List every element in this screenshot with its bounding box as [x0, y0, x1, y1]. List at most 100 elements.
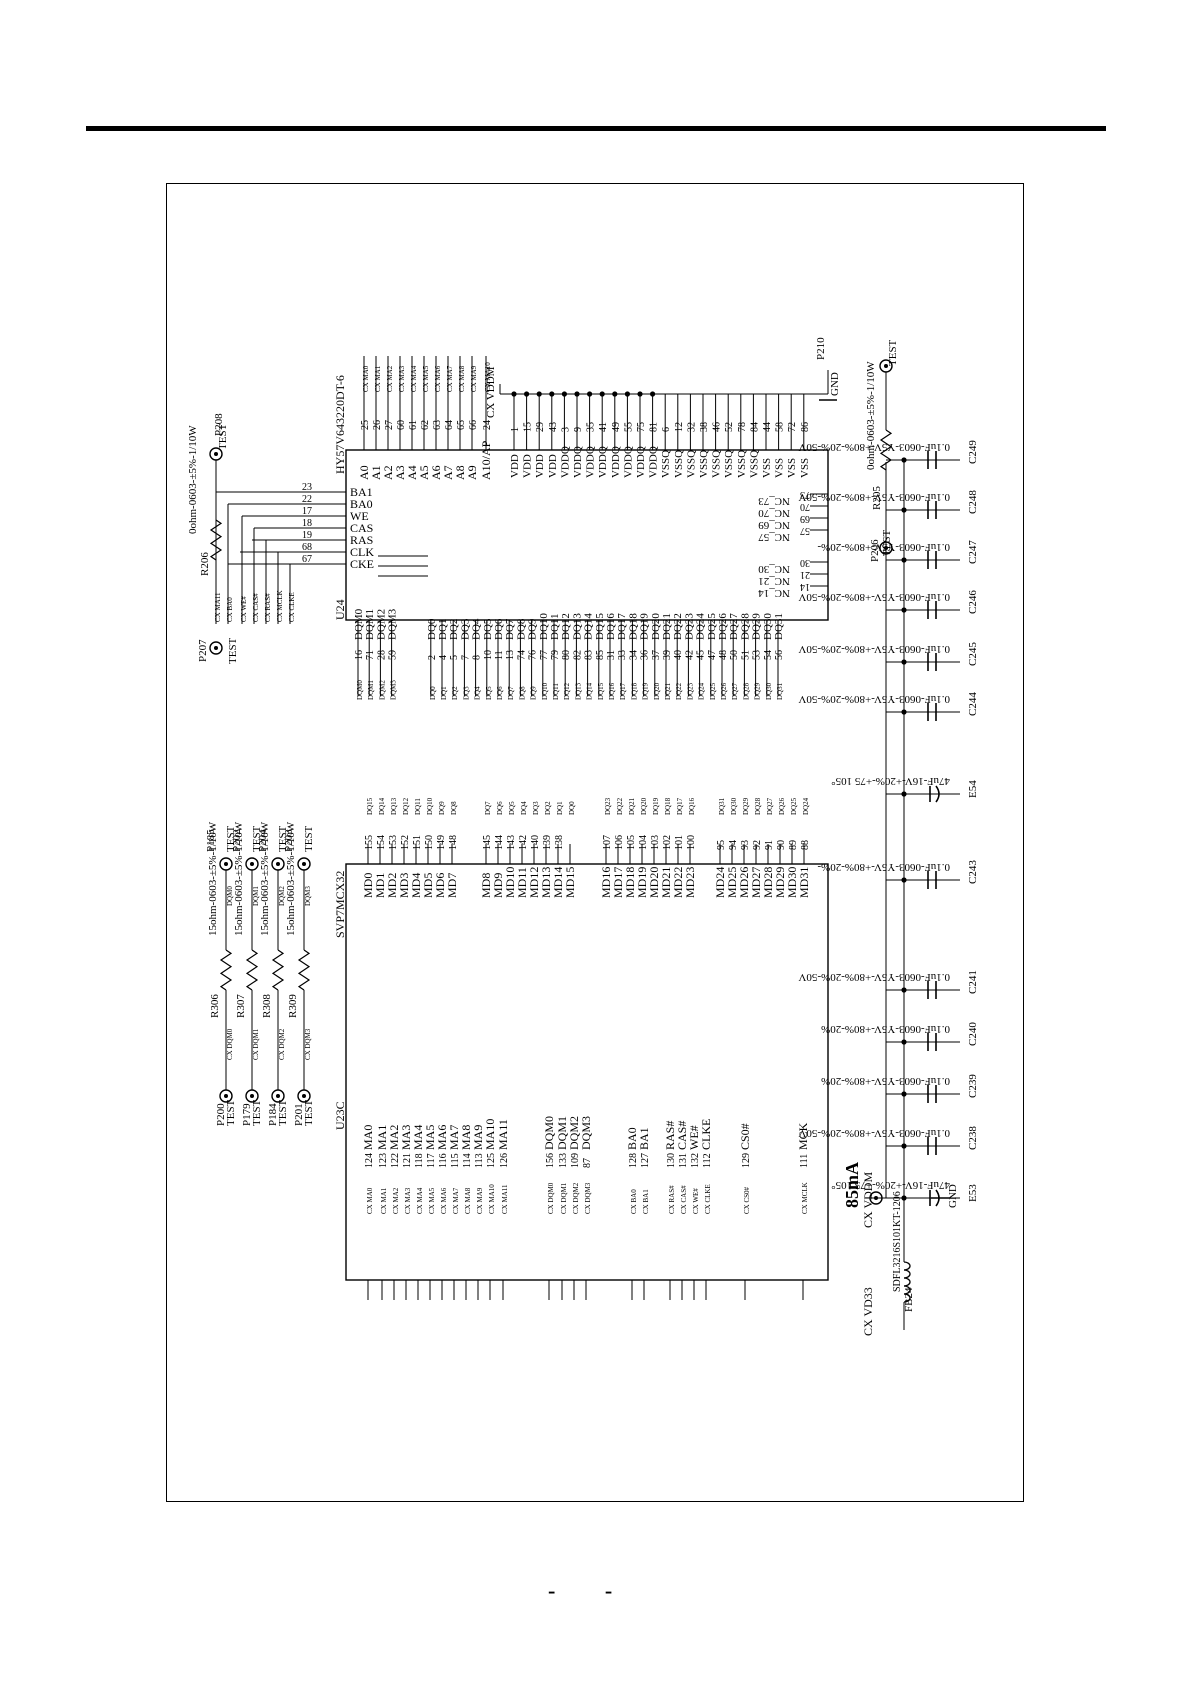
u23-pinnum-MD16: 107	[602, 835, 613, 850]
u23-pin-MD8: MD8	[479, 873, 493, 898]
u23-pin-MD1: MD1	[373, 873, 387, 898]
u24-pinnum-DQ3: 7	[460, 655, 471, 660]
u23-net-MD27: DQ28	[754, 797, 762, 815]
u23-pin-MA8: MA8	[459, 1125, 473, 1150]
fb-ref: FB24	[903, 1287, 915, 1312]
u24-pin-DQ23: DQ23	[683, 613, 695, 640]
tp-P207-test: TEST	[227, 637, 239, 664]
u23-net-MD22: DQ17	[676, 797, 684, 815]
u24-vdd-junction-9	[624, 391, 631, 397]
u23-pin-BA0: BA0	[625, 1127, 639, 1150]
dqm-res-value-R306: 15ohm-0603-±5%-1/10W	[207, 821, 219, 936]
cap-junction-C247	[901, 557, 907, 563]
u24-pinnum-DQ1: 4	[438, 655, 449, 660]
u24-net-DQ11: DQ11	[552, 683, 560, 700]
u24-pinnum-DQ19: 36	[640, 650, 651, 660]
u23-pinnum-MD2: 153	[388, 835, 399, 850]
r206-body	[209, 519, 223, 561]
u23-pinnum-MD26: 93	[740, 840, 751, 850]
u23-pin-CLKE: CLKE	[699, 1119, 713, 1150]
u23-pin-MD27: MD27	[749, 867, 763, 898]
u23-pin-MA3: MA3	[399, 1125, 413, 1150]
u24-pinnum-DQM0: 16	[354, 650, 365, 660]
u23-pinnum-MD14: 138	[554, 835, 565, 850]
u23-pinnum-MA4: 118	[414, 1153, 425, 1168]
u24-pin-VDDQ-10: VDDQ	[635, 446, 647, 478]
u23-net-MD6: DQ9	[438, 801, 446, 815]
source-label: CX VD33	[861, 1287, 875, 1336]
u24-pinnum-VDDQ-8: 49	[611, 422, 622, 432]
u24-net-DQM3: DQM3	[390, 680, 398, 700]
u24-nc-NC_21: NC_21	[758, 575, 790, 587]
u23-net-MD26: DQ29	[742, 797, 750, 815]
u24-pinnum-VSSQ-18: 78	[737, 422, 748, 432]
u24-pinnum-DQ7: 13	[505, 650, 516, 660]
u24-pinnum-DQ24: 45	[696, 650, 707, 660]
u23-net-MA0: CX MA0	[366, 1187, 374, 1214]
u23-pin-MA7: MA7	[447, 1125, 461, 1150]
u24-pinnum-VSS-22: 72	[787, 422, 798, 432]
u23-pin-MD30: MD30	[785, 867, 799, 898]
dqm-out-R309: DQM3	[304, 886, 312, 906]
u24-pin-DQ31: DQ31	[773, 613, 785, 640]
vddm-node-center	[874, 1196, 878, 1200]
cap-junction-E54	[901, 791, 907, 797]
u24-pin-VSSQ-19: VSSQ	[748, 450, 760, 478]
u23-net-MD20: DQ19	[652, 797, 660, 815]
rail-label: CX VDDM	[861, 1172, 875, 1228]
u23-pin-RAS#: RAS#	[663, 1121, 677, 1150]
u23-pin-MD2: MD2	[385, 873, 399, 898]
u24-pin-VSSQ-17: VSSQ	[723, 450, 735, 478]
u24-pinnum-BA1: 23	[302, 482, 312, 493]
u23-net-DQM0: CX DQM0	[547, 1182, 555, 1214]
cap-ref-E53: E53	[967, 1184, 979, 1202]
u24-pin-VSS-22: VSS	[786, 458, 798, 478]
u23-net-MD24: DQ31	[718, 797, 726, 815]
r206-ref: R206	[199, 552, 211, 576]
u23-net-MD18: DQ21	[628, 797, 636, 815]
u23-pin-MD11: MD11	[515, 867, 529, 898]
dqm-net-R309: CX DQM3	[304, 1028, 312, 1060]
u23-pinnum-MD30: 89	[788, 840, 799, 850]
u23-pin-MD20: MD20	[647, 867, 661, 898]
dqm-res-R308	[271, 949, 285, 991]
u24-net-DQ29: DQ29	[754, 682, 762, 700]
u24-nc-pinnum-NC_73: 73	[800, 489, 810, 500]
u24-pinnum-DQ15: 85	[595, 650, 606, 660]
u24-pin-VSS-20: VSS	[761, 458, 773, 478]
tp-P185-test: TEST	[225, 825, 237, 852]
u23-net-MD14: DQ1	[556, 801, 564, 815]
u23-pin-MD3: MD3	[397, 873, 411, 898]
u24-pinnum-DQ31: 56	[774, 650, 785, 660]
u24-net-DQ15: DQ15	[597, 682, 605, 700]
u23-pin-MD18: MD18	[623, 867, 637, 898]
u24-pinnum-DQ9: 76	[528, 650, 539, 660]
u24-net-A7: CX MA7	[446, 365, 454, 392]
u23-pin-MD9: MD9	[491, 873, 505, 898]
u24-net-DQ28: DQ28	[742, 682, 750, 700]
u23-pin-MA11: MA11	[496, 1119, 510, 1150]
u24-net-DQ10: DQ10	[541, 682, 549, 700]
u23-pinnum-MD8: 145	[482, 835, 493, 850]
u24-pin-DQ12: DQ12	[560, 613, 572, 640]
u24-net-DQ21: DQ21	[664, 682, 672, 700]
u24-pinnum-DQ25: 47	[707, 650, 718, 660]
u24-net-DQ30: DQ30	[765, 682, 773, 700]
tp-P204-center	[276, 862, 280, 866]
u24-pin-DQM1: DQM1	[364, 609, 376, 640]
u24-pin-DQM2: DQM2	[375, 609, 387, 640]
u24-vdd-junction-6	[587, 391, 593, 397]
dqm-res-ref-R309: R309	[287, 994, 299, 1018]
u24-pinnum-A8: 65	[456, 420, 467, 430]
u24-pin-DQ14: DQ14	[583, 613, 595, 640]
u24-pinnum-A4: 61	[408, 420, 419, 430]
dqm-res-value-R307: 15ohm-0603-±5%-1/10W	[233, 821, 245, 936]
u24-pinnum-DQ10: 77	[539, 650, 550, 660]
u24-net-DQ4: DQ4	[474, 686, 482, 700]
u23-pin-MD23: MD23	[683, 867, 697, 898]
tp-P201-test: TEST	[303, 1099, 315, 1126]
u24-pin-DQ30: DQ30	[762, 613, 774, 640]
u23-pin-DQM2: DQM2	[567, 1116, 581, 1150]
vddm-node	[869, 1191, 883, 1205]
tp-P185-center	[224, 862, 228, 866]
